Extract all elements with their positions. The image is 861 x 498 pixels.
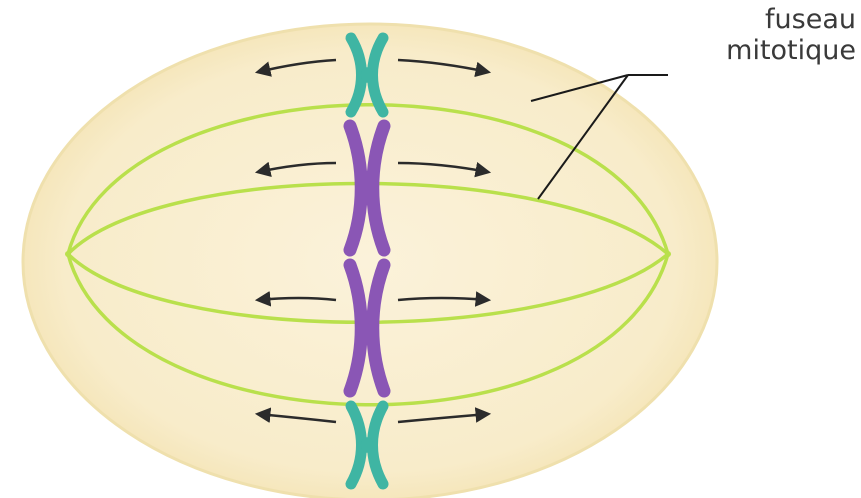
spindle-label-line1: fuseau	[660, 4, 856, 35]
centromere-4	[361, 437, 373, 452]
centromere-2	[360, 179, 374, 197]
centromere-3	[360, 319, 374, 337]
centromere-1	[361, 67, 373, 82]
spindle-label: fuseau mitotique	[660, 4, 856, 66]
spindle-pole-right	[665, 251, 671, 257]
spindle-pole-left	[65, 251, 71, 257]
spindle-label-line2: mitotique	[660, 35, 856, 66]
